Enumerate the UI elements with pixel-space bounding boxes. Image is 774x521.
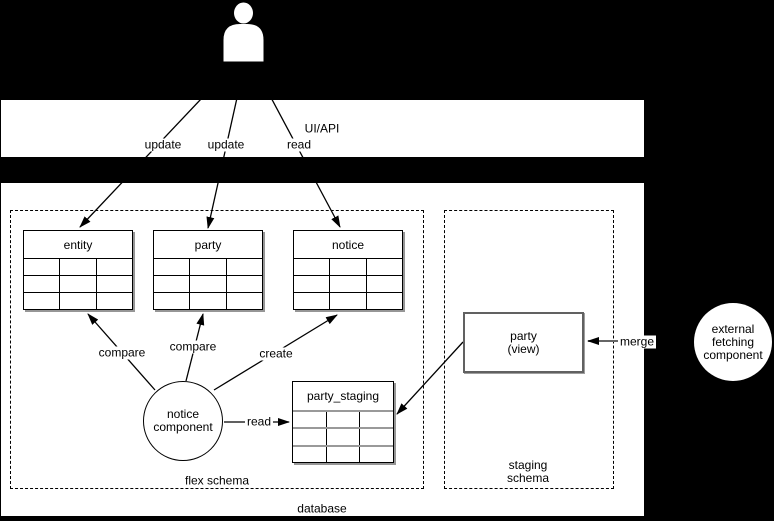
table-row <box>24 259 132 275</box>
table-party-title: party <box>154 231 262 259</box>
flex-schema-label: flex schema <box>184 473 250 488</box>
table-cell <box>95 259 132 275</box>
table-notice-body <box>294 259 402 309</box>
table-cell <box>359 429 393 445</box>
table-cell <box>294 276 329 292</box>
table-cell <box>95 276 132 292</box>
table-row <box>154 259 262 275</box>
database-label: database <box>297 501 347 516</box>
table-cell <box>325 429 360 445</box>
table-cell <box>329 293 365 309</box>
table-party: party <box>153 230 263 310</box>
table-cell <box>329 276 365 292</box>
table-cell <box>24 259 59 275</box>
table-entity-body <box>24 259 132 309</box>
table-notice-title: notice <box>294 231 402 259</box>
staging-schema-label-line1: staging <box>508 458 548 472</box>
table-cell <box>293 447 326 462</box>
notice-component-node: notice component <box>143 381 223 461</box>
table-cell <box>329 259 365 275</box>
table-cell <box>325 412 360 428</box>
edge-label-create-notice: create <box>257 346 295 361</box>
table-row <box>293 412 393 428</box>
table-cell <box>293 412 326 427</box>
table-party-body <box>154 259 262 309</box>
table-notice: notice <box>293 230 403 310</box>
table-cell <box>59 276 95 292</box>
table-party-staging: party_staging <box>292 381 394 463</box>
party-view-node: party (view) <box>463 312 584 373</box>
external-fetching-label-line3: component <box>703 347 763 362</box>
table-cell <box>189 293 225 309</box>
table-row <box>24 292 132 309</box>
table-entity: entity <box>23 230 133 310</box>
external-fetching-label-line2: fetching <box>711 334 755 349</box>
table-cell <box>365 259 402 275</box>
table-cell <box>24 293 59 309</box>
table-cell <box>154 293 189 309</box>
table-row <box>294 292 402 309</box>
table-cell <box>294 293 329 309</box>
external-fetching-label-line1: external <box>711 321 755 336</box>
table-row <box>293 444 393 462</box>
table-cell <box>154 276 189 292</box>
table-cell <box>359 412 393 428</box>
external-fetching-component-node: external fetching component <box>694 303 772 381</box>
table-cell <box>225 276 262 292</box>
edge-label-update-entity: update <box>142 137 184 152</box>
table-cell <box>154 259 189 275</box>
table-cell <box>59 293 95 309</box>
table-row <box>294 275 402 292</box>
table-cell <box>294 259 329 275</box>
table-entity-title: entity <box>24 231 132 259</box>
edge-label-read-staging: read <box>244 414 274 429</box>
staging-schema-label-line2: schema <box>506 471 550 485</box>
table-cell <box>24 276 59 292</box>
party-view-label-line2: (view) <box>507 341 540 356</box>
table-cell <box>225 293 262 309</box>
table-cell <box>95 293 132 309</box>
table-row <box>24 275 132 292</box>
party-view-label-line1: party <box>510 328 537 343</box>
table-cell <box>365 276 402 292</box>
table-cell <box>225 259 262 275</box>
edge-label-compare-entity: compare <box>96 345 148 360</box>
table-row <box>154 275 262 292</box>
edge-label-merge: merge <box>617 334 657 349</box>
table-cell <box>293 429 326 444</box>
table-cell <box>189 276 225 292</box>
table-row <box>294 259 402 275</box>
edge-label-read-api: read <box>284 137 314 152</box>
ui-api-label: UI/API <box>304 121 340 136</box>
table-party-staging-body <box>293 412 393 462</box>
table-cell <box>365 293 402 309</box>
edge-label-compare-party: compare <box>167 339 219 354</box>
table-cell <box>59 259 95 275</box>
edge-label-update-party: update <box>205 137 247 152</box>
table-cell <box>359 446 393 462</box>
table-row <box>293 427 393 445</box>
table-party-staging-title: party_staging <box>293 382 393 412</box>
notice-component-label-line1: notice <box>166 407 200 421</box>
table-cell <box>325 446 360 462</box>
table-cell <box>189 259 225 275</box>
notice-component-label-line2: component <box>153 420 213 434</box>
user-actor-icon <box>223 2 264 62</box>
table-row <box>154 292 262 309</box>
